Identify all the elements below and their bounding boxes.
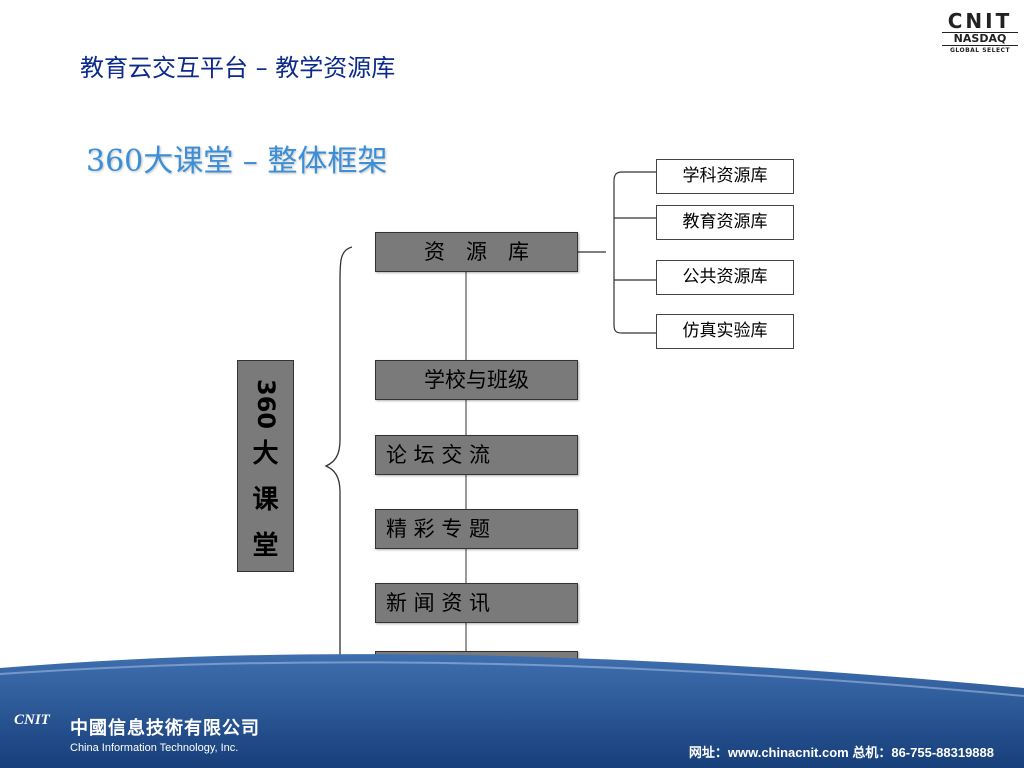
company-logo-icon: CNIT bbox=[14, 712, 50, 728]
cnit-nasdaq-logo: CNIT NASDAQ GLOBAL SELECT bbox=[942, 10, 1018, 56]
company-name: 中國信息技術有限公司 China Information Technology,… bbox=[70, 714, 260, 754]
diagram-subtitle: 360大课堂 – 整体框架 bbox=[86, 144, 388, 179]
resource-subject-library: 学科资源库 bbox=[656, 159, 794, 194]
resource-public-library: 公共资源库 bbox=[656, 260, 794, 295]
root-char-3: 堂 bbox=[252, 531, 279, 561]
module-featured-topics: 精 彩 专 题 bbox=[375, 509, 578, 549]
root-brace bbox=[324, 246, 353, 685]
root-char-1: 大 bbox=[252, 439, 279, 469]
resource-simulation-lab: 仿真实验库 bbox=[656, 314, 794, 349]
logo-line-3: GLOBAL SELECT bbox=[949, 47, 1011, 54]
logo-line-1: CNIT bbox=[947, 9, 1013, 33]
logo-line-2: NASDAQ bbox=[942, 32, 1018, 46]
resource-education-library: 教育资源库 bbox=[656, 205, 794, 240]
module-news: 新 闻 资 讯 bbox=[375, 583, 578, 623]
module-forum: 论 坛 交 流 bbox=[375, 435, 578, 475]
root-char-2: 课 bbox=[252, 485, 279, 515]
root-number: 360 bbox=[252, 379, 280, 430]
footer-contact: 网址：www.chinacnit.com 总机：86-755-88319888 bbox=[688, 745, 994, 760]
page-title: 教育云交互平台 – 教学资源库 bbox=[80, 54, 396, 82]
company-name-cn: 中國信息技術有限公司 bbox=[70, 718, 260, 739]
root-node-360-classroom: 360 大 课 堂 bbox=[237, 360, 294, 572]
module-school-class: 学校与班级 bbox=[375, 360, 578, 400]
footer-band bbox=[0, 654, 1024, 768]
resource-bracket bbox=[613, 171, 656, 334]
company-name-en: China Information Technology, Inc. bbox=[70, 742, 239, 754]
module-resource-library: 资 源 库 bbox=[375, 232, 578, 272]
